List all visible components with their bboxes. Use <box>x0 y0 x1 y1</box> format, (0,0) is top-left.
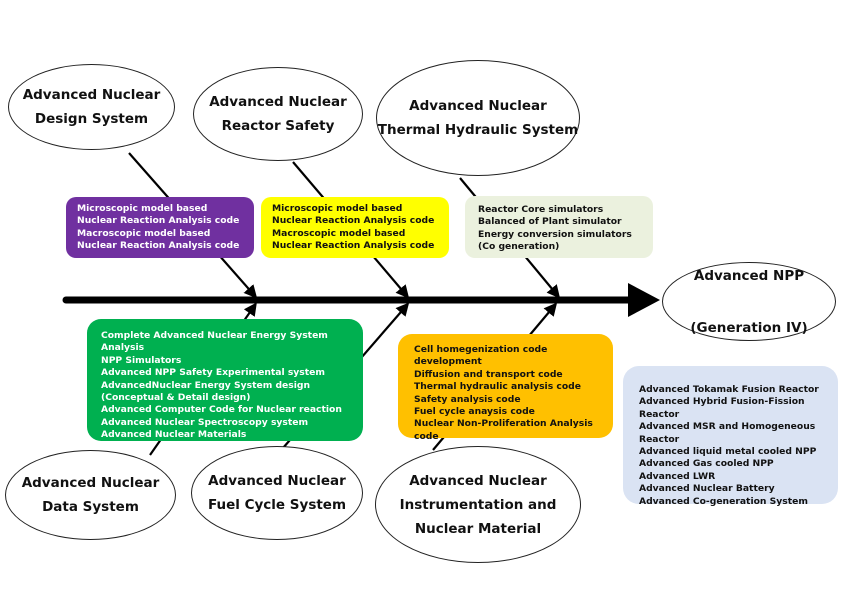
list-item: Complete Advanced Nuclear Energy System … <box>101 330 328 354</box>
list-item: Diffusion and transport code <box>414 368 563 380</box>
category-thermal-label: Advanced Nuclear Thermal Hydraulic Syste… <box>377 98 579 138</box>
list-item: Microscopic model based Nuclear Reaction… <box>77 203 240 227</box>
list-item: Energy conversion simulators (Co generat… <box>478 228 632 253</box>
target-title: Advanced NPP <box>693 267 805 284</box>
cause-box-thermal: Reactor Core simulators Balanced of Plan… <box>465 196 653 258</box>
list-item: Advanced Gas cooled NPP <box>639 458 774 470</box>
list-item: Advanced Computer Code for Nuclear react… <box>101 404 342 416</box>
cause-box-data-fuel: Complete Advanced Nuclear Energy System … <box>87 319 363 441</box>
category-design-system: Advanced Nuclear Design System <box>8 64 175 150</box>
cause-box-design: Microscopic model based Nuclear Reaction… <box>66 197 254 258</box>
category-fuel-label: Advanced Nuclear Fuel Cycle System <box>207 473 347 513</box>
category-safety-label: Advanced Nuclear Reactor Safety <box>209 94 347 134</box>
list-item: Microscopic model based Nuclear Reaction… <box>272 203 435 227</box>
category-data-label: Advanced Nuclear Data System <box>21 475 160 515</box>
list-item: Advanced Co-generation System <box>639 495 808 507</box>
target-advanced-npp: Advanced NPP (Generation IV) <box>662 262 836 341</box>
target-subtitle: (Generation IV) <box>690 319 808 336</box>
list-item: Advanced Tokamak Fusion Reactor <box>639 384 819 395</box>
list-item: Thermal hydraulic analysis code <box>414 381 581 393</box>
list-item: Nuclear Non-Proliferation Analysis code <box>414 418 593 442</box>
category-thermal-hydraulic: Advanced Nuclear Thermal Hydraulic Syste… <box>376 60 580 176</box>
list-item: Reactor Core simulators <box>478 204 604 215</box>
cause-box-instrumentation: Cell homegenization code development Dif… <box>398 334 613 442</box>
category-fuel-cycle: Advanced Nuclear Fuel Cycle System <box>191 446 363 540</box>
list-item: Macroscopic model based Nuclear Reaction… <box>272 227 435 252</box>
list-item: Advanced Nuclear Spectroscopy system <box>101 416 309 428</box>
list-item: Advanced Nuclear Battery <box>639 483 775 495</box>
list-item: Cell homegenization code development <box>414 344 548 368</box>
list-item: Advanced MSR and Homogeneous Reactor <box>639 421 816 445</box>
spine-arrowhead <box>628 283 660 317</box>
list-item: Advanced LWR <box>639 470 716 482</box>
category-design-label: Advanced Nuclear Design System <box>22 87 161 127</box>
list-item: Advanced Nuclear Materials <box>101 429 247 441</box>
list-item: NPP Simulators <box>101 354 182 366</box>
category-reactor-safety: Advanced Nuclear Reactor Safety <box>193 67 363 161</box>
list-item: AdvancedNuclear Energy System design (Co… <box>101 379 311 404</box>
category-instrumentation: Advanced Nuclear Instrumentation and Nuc… <box>375 446 581 563</box>
category-instrument-label: Advanced Nuclear Instrumentation and Nuc… <box>399 472 557 537</box>
reactor-types-box: Advanced Tokamak Fusion Reactor Advanced… <box>623 366 838 507</box>
list-item: Fuel cycle anaysis code <box>414 406 535 418</box>
list-item: Macroscopic model based Nuclear Reaction… <box>77 227 240 252</box>
cause-box-safety: Microscopic model based Nuclear Reaction… <box>261 197 449 258</box>
list-item: Safety analysis code <box>414 393 521 405</box>
list-item: Advanced NPP Safety Experimental system <box>101 367 325 379</box>
list-item: Advanced Hybrid Fusion-Fission Reactor <box>639 396 805 420</box>
category-data-system: Advanced Nuclear Data System <box>5 450 176 540</box>
list-item: Advanced liquid metal cooled NPP <box>639 446 817 458</box>
list-item: Balanced of Plant simulator <box>478 216 622 228</box>
